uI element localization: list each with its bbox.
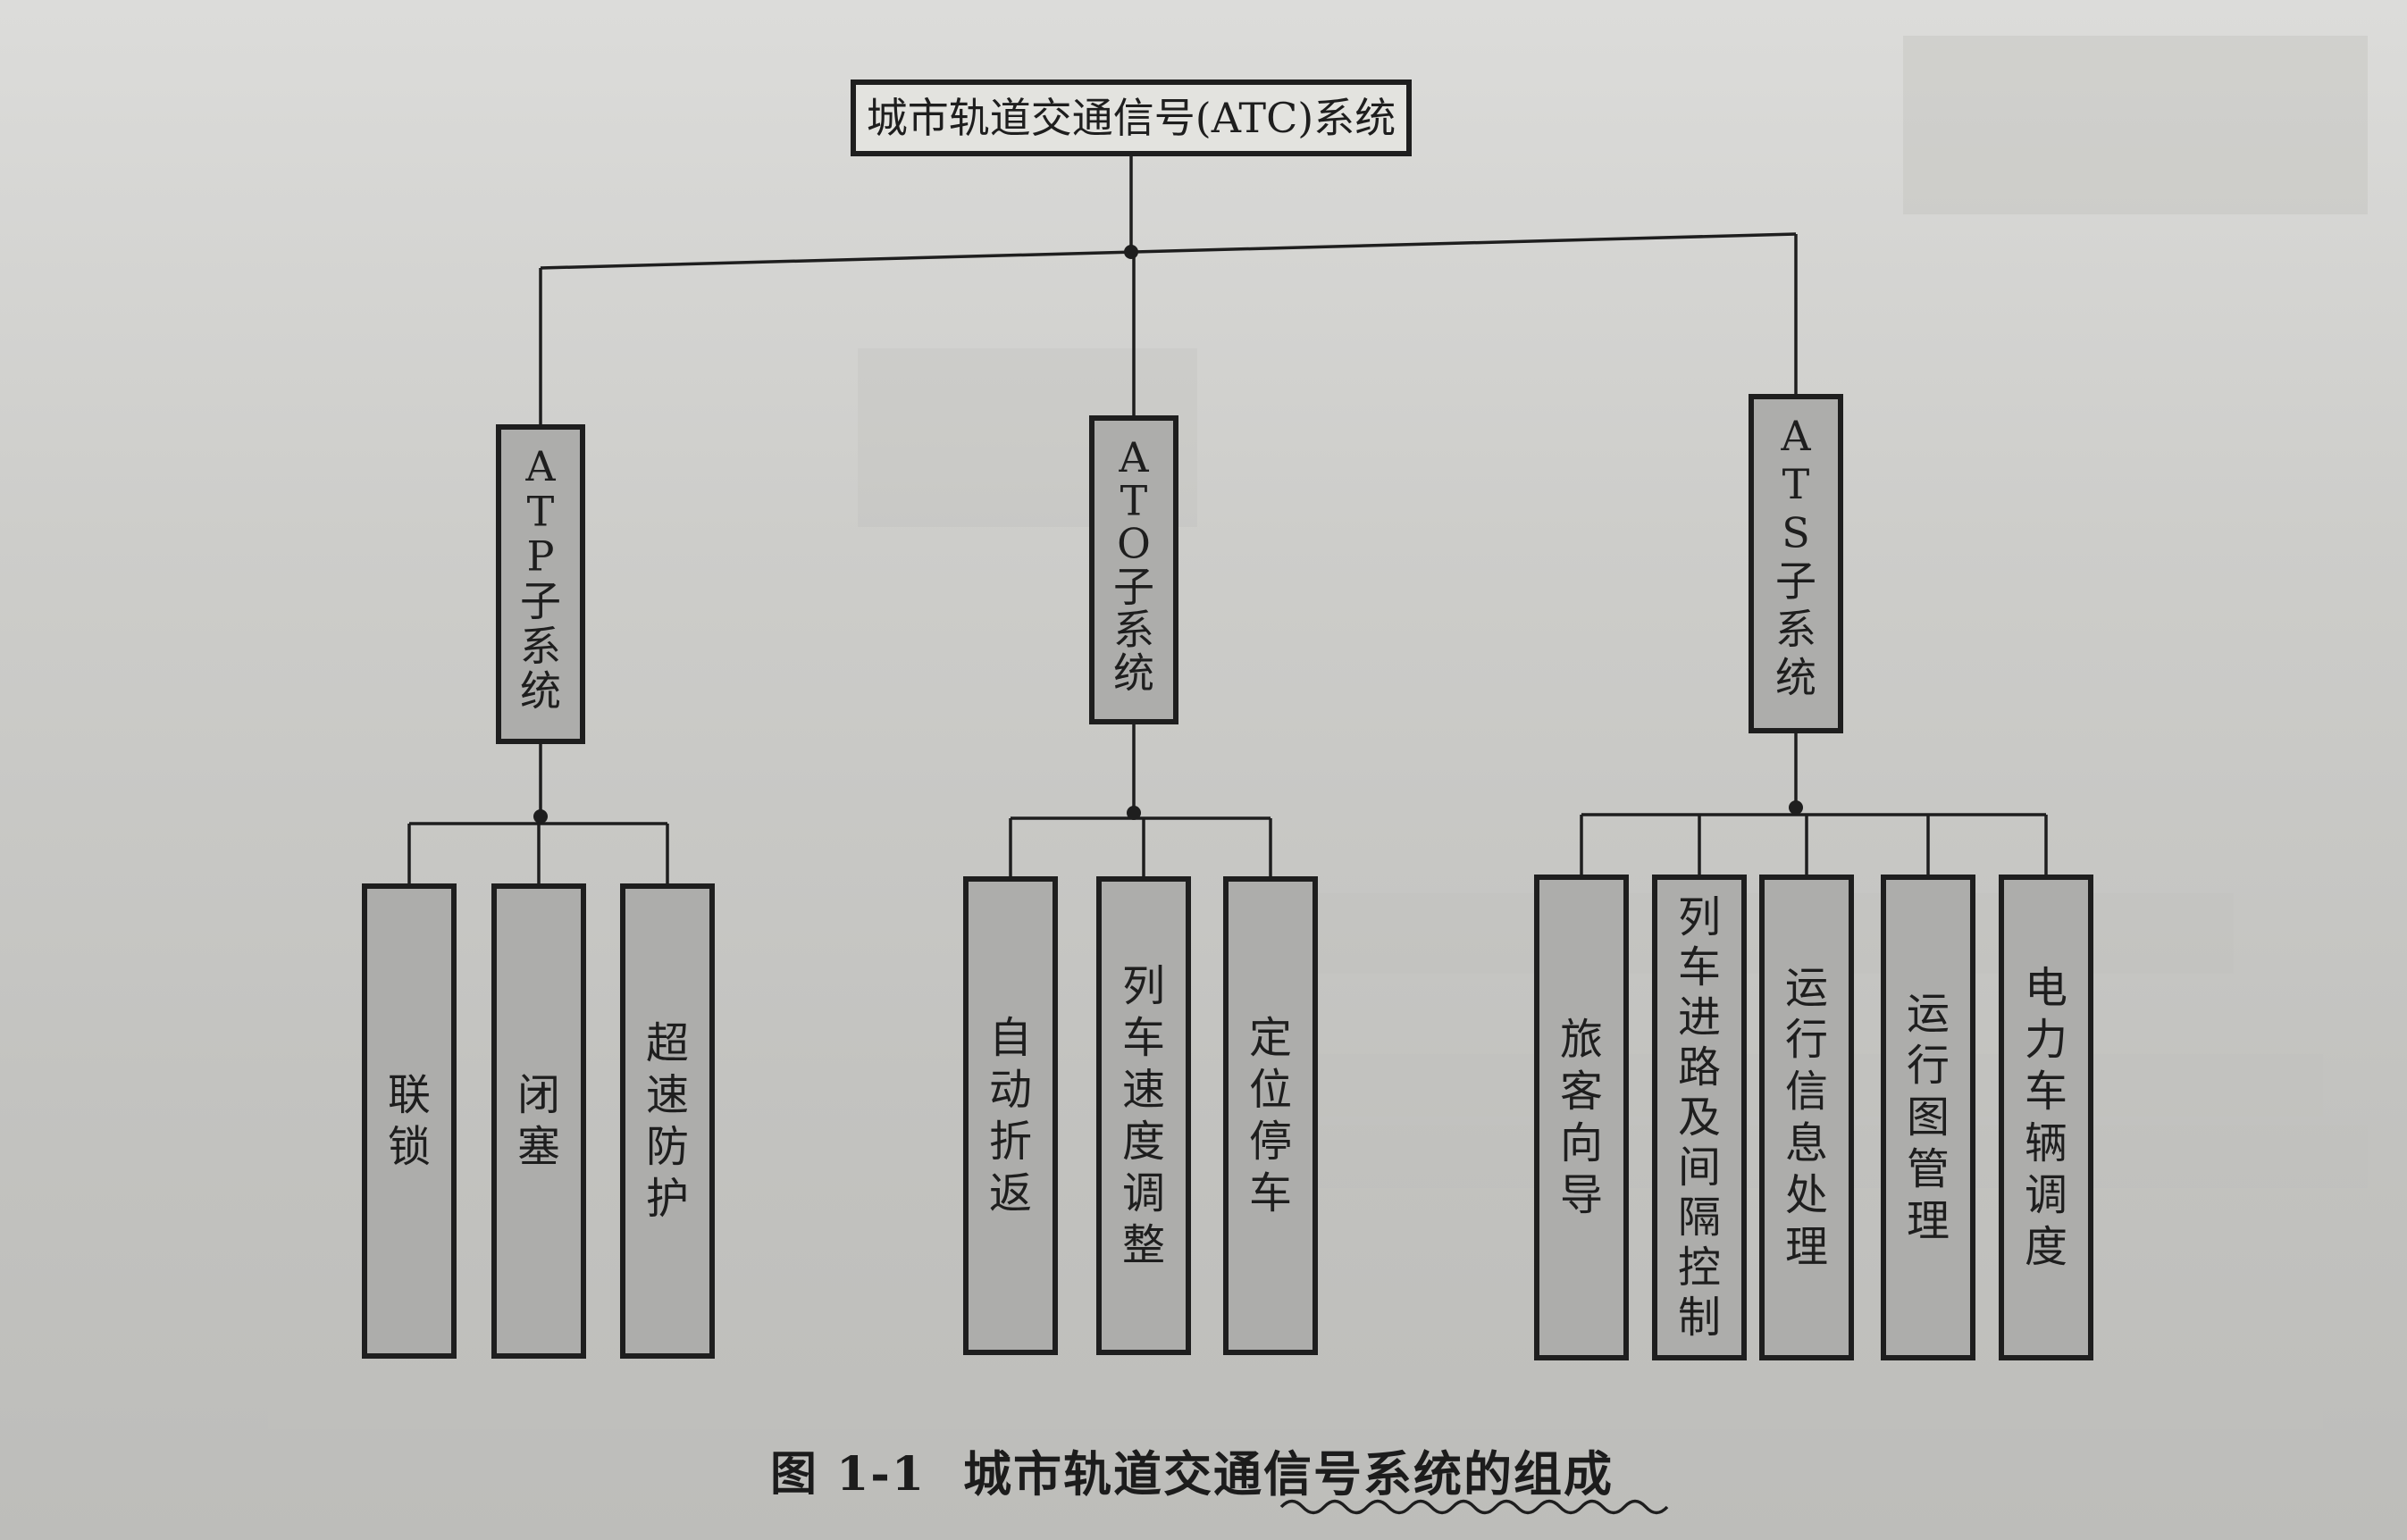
function-label-char: 度 <box>2025 1222 2067 1272</box>
function-label-char: 电 <box>2025 963 2067 1013</box>
function-label-char: 路 <box>1678 1042 1721 1092</box>
subsystem-label-char: T <box>527 487 555 535</box>
function-label-char: 超 <box>646 1018 689 1068</box>
function-label-char: 度 <box>1122 1117 1165 1167</box>
function-label-char: 返 <box>989 1168 1032 1218</box>
main-bus <box>540 232 1797 270</box>
function-label-char: 速 <box>1122 1065 1165 1115</box>
function-label-char: 调 <box>2025 1170 2067 1220</box>
function-box <box>491 883 586 1359</box>
function-label-char: 锁 <box>388 1122 431 1172</box>
subsystem-label-char: O <box>1117 520 1151 568</box>
function-label-char: 信 <box>1785 1067 1828 1117</box>
function-box <box>1223 876 1318 1355</box>
function-box <box>362 883 457 1359</box>
function-label-char: 间 <box>1678 1142 1721 1193</box>
function-label-char: 防 <box>646 1122 689 1172</box>
subsystem-label-char: T <box>1782 460 1810 508</box>
function-label-char: 处 <box>1785 1170 1828 1220</box>
function-box <box>1999 875 2093 1360</box>
function-label-char: 运 <box>1907 989 1950 1039</box>
subsystem-box <box>496 424 585 744</box>
function-label-char: 列 <box>1678 892 1721 942</box>
subsystem-box <box>1749 394 1843 733</box>
function-box <box>1534 875 1629 1360</box>
function-label-char: 自 <box>989 1013 1032 1063</box>
function-label-char: 速 <box>646 1070 689 1120</box>
function-label-char: 位 <box>1249 1065 1292 1115</box>
function-label-char: 导 <box>1560 1170 1603 1220</box>
function-label-char: 客 <box>1560 1067 1603 1117</box>
function-label-char: 联 <box>388 1070 431 1120</box>
function-label-char: 理 <box>1907 1196 1950 1246</box>
root-label: 城市轨道交通信号(ATC)系统 <box>867 94 1396 142</box>
wavy-underline <box>1279 1499 1669 1515</box>
function-box <box>963 876 1058 1355</box>
function-label-char: 停 <box>1249 1117 1292 1167</box>
function-label-char: 隔 <box>1678 1193 1721 1243</box>
function-label-char: 及 <box>1678 1092 1721 1142</box>
subsystem-label-char: 统 <box>520 667 561 716</box>
function-box <box>1881 875 1975 1360</box>
subsystem-label-char: 子 <box>520 577 561 625</box>
subsystem-label-char: 子 <box>1775 557 1816 605</box>
function-label-char: 行 <box>1907 1041 1950 1091</box>
function-box <box>620 883 715 1359</box>
function-label-char: 管 <box>1907 1144 1950 1194</box>
subsystem-box <box>1089 415 1178 724</box>
function-label-char: 控 <box>1678 1243 1721 1293</box>
subsystem-label-char: 系 <box>1775 606 1816 654</box>
function-label-char: 进 <box>1678 992 1721 1042</box>
function-label-char: 力 <box>2025 1015 2067 1065</box>
function-label-char: 旅 <box>1560 1015 1603 1065</box>
function-label-char: 护 <box>646 1174 689 1224</box>
function-box <box>1759 875 1854 1360</box>
function-label-char: 车 <box>1249 1168 1292 1218</box>
function-label-char: 车 <box>2025 1067 2067 1117</box>
function-label-char: 定 <box>1249 1013 1292 1063</box>
root-box <box>851 80 1412 156</box>
subsystem-label-char: T <box>1120 476 1148 524</box>
subsystem-label-char: 子 <box>1113 563 1154 611</box>
function-label-char: 向 <box>1560 1118 1603 1168</box>
function-box <box>1652 875 1747 1360</box>
function-label-char: 息 <box>1785 1118 1828 1168</box>
function-label-char: 车 <box>1678 942 1721 992</box>
subsystem-label-char: A <box>1780 412 1811 460</box>
function-label-char: 图 <box>1907 1092 1950 1142</box>
function-label-char: 整 <box>1122 1220 1165 1270</box>
function-label-char: 制 <box>1678 1293 1721 1343</box>
function-label-char: 辆 <box>2025 1118 2067 1168</box>
subsystem-label-char: 统 <box>1775 654 1816 702</box>
subsystem-label-char: 系 <box>1113 606 1154 654</box>
function-label-char: 闭 <box>517 1070 560 1120</box>
subsystem-label-char: S <box>1782 508 1810 557</box>
subsystem-label-char: 统 <box>1113 649 1154 697</box>
function-label-char: 列 <box>1122 961 1165 1011</box>
connector-lines <box>407 154 2048 886</box>
function-box <box>1096 876 1191 1355</box>
subsystem-label-char: A <box>1118 433 1149 481</box>
function-label-char: 理 <box>1785 1222 1828 1272</box>
function-label-char: 运 <box>1785 963 1828 1013</box>
figure-number: 图 1-1 <box>770 1447 927 1502</box>
function-label-char: 塞 <box>517 1122 560 1172</box>
function-label-char: 车 <box>1122 1013 1165 1063</box>
figure-title: 城市轨道交通信号系统的组成 <box>963 1446 1614 1502</box>
diagram-boxes: 城市轨道交通信号(ATC)系统ATP子系统联锁闭塞超速防护ATO子系统自动折返列… <box>362 80 2093 1360</box>
function-label-char: 行 <box>1785 1015 1828 1065</box>
subsystem-label-char: 系 <box>520 622 561 670</box>
function-label-char: 调 <box>1122 1168 1165 1218</box>
subsystem-label-char: P <box>527 532 555 581</box>
function-label-char: 动 <box>989 1065 1032 1115</box>
subsystem-label-char: A <box>524 442 556 490</box>
function-label-char: 折 <box>989 1117 1032 1167</box>
